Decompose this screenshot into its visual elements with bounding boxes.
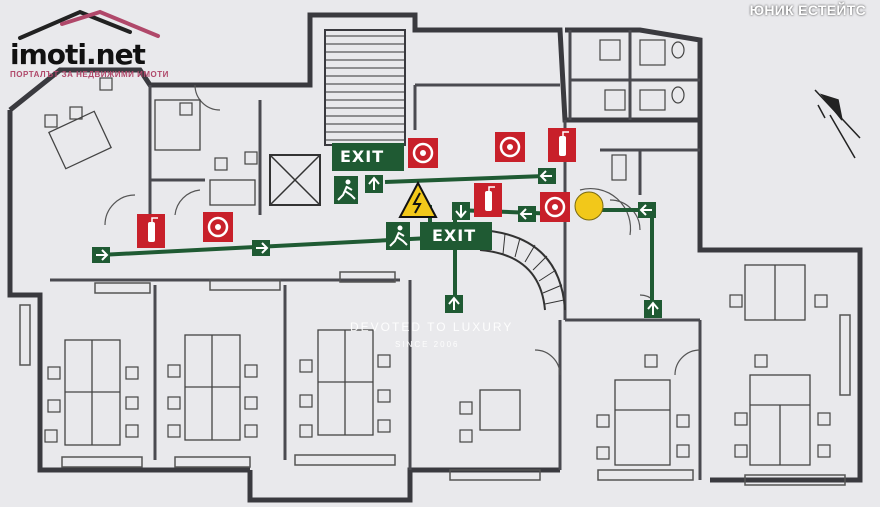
elevator-shaft xyxy=(269,154,321,206)
spiral-staircase xyxy=(479,229,566,311)
exit-sign-upper-label: EXIT xyxy=(340,147,385,166)
assembly-point-icon xyxy=(574,191,604,221)
wc-fixtures xyxy=(599,39,685,181)
exit-running-man-icon xyxy=(334,176,410,250)
arrow-icon xyxy=(92,168,662,318)
logo-tagline: ПОРТАЛЪТ ЗА НЕДВИЖИМИ ИМОТИ xyxy=(10,70,169,79)
exit-sign-upper xyxy=(332,143,404,171)
logo-text: imoti.net xyxy=(10,38,146,71)
watermark-line2: SINCE 2006 xyxy=(395,340,460,349)
watermark-line1: DEVOTED TO LUXURY xyxy=(350,320,514,334)
staircase-main xyxy=(324,29,406,146)
compass-north-icon xyxy=(814,89,861,159)
agency-name: ЮНИК ЕСТЕЙТС xyxy=(749,2,866,18)
fire-hose-icon xyxy=(203,132,570,242)
exit-sign-lower xyxy=(420,222,492,250)
chairs xyxy=(44,77,831,460)
building-walls xyxy=(7,12,863,503)
warning-electric-icon xyxy=(398,180,438,218)
window-strips xyxy=(19,271,851,486)
exit-sign-lower-label: EXIT xyxy=(432,226,477,245)
logo-roof-icon xyxy=(18,9,160,40)
fire-extinguisher-icon xyxy=(137,128,576,248)
office-desks xyxy=(48,99,811,466)
